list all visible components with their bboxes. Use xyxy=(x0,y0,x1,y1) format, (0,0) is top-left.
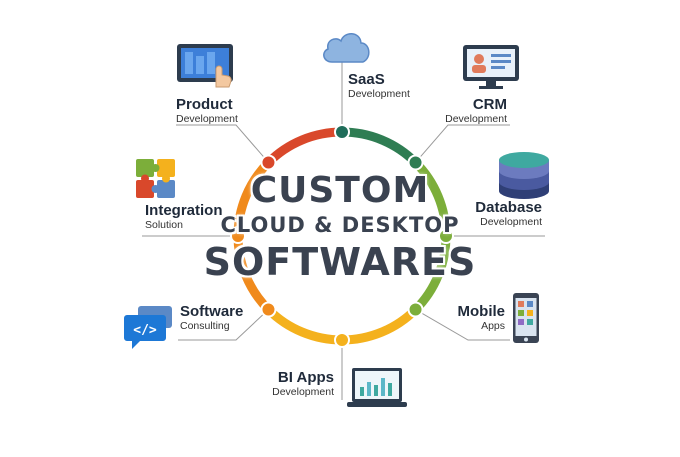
node-product-title: Product xyxy=(176,96,233,113)
ring-node-mobile xyxy=(407,301,424,318)
title-line-3: SOFTWARES xyxy=(203,240,477,284)
connector-crm xyxy=(415,124,510,163)
node-software-subtitle: Consulting xyxy=(180,319,230,332)
node-integration-title: Integration xyxy=(145,202,223,219)
ring-arc-yellow xyxy=(265,306,343,345)
ring-arc-green-top-right xyxy=(412,159,451,237)
svg-text:</>: </> xyxy=(133,323,157,338)
node-product-subtitle: Development xyxy=(176,112,238,125)
node-crm-title: CRM xyxy=(472,96,507,113)
connector-product xyxy=(176,124,269,163)
node-mobile-subtitle: Apps xyxy=(481,319,505,332)
node-integration: Integration Solution xyxy=(145,203,223,231)
ring-arc-orange xyxy=(233,235,272,313)
central-ring xyxy=(233,127,451,345)
code-chat-icon: </> xyxy=(124,305,174,356)
node-software: Software Consulting xyxy=(180,304,243,332)
ring-node-product xyxy=(260,154,277,171)
smartphone-icon xyxy=(512,292,540,349)
node-database-subtitle: Development xyxy=(480,215,542,228)
title-line-1: CUSTOM xyxy=(250,170,430,211)
monitor-profile-icon xyxy=(462,44,520,95)
node-mobile: Mobile Apps xyxy=(440,303,506,332)
ring-node-database xyxy=(438,228,454,244)
node-integration-subtitle: Solution xyxy=(145,218,183,231)
node-mobile-title: Mobile xyxy=(457,303,506,320)
node-software-title: Software xyxy=(180,303,244,320)
ring-node-saas xyxy=(334,124,350,140)
node-saas-title: SaaS xyxy=(348,71,385,88)
cloud-icon xyxy=(320,28,372,71)
ring-node-bi xyxy=(334,332,350,348)
node-bi-title: BI Apps xyxy=(277,369,334,386)
ring-node-crm xyxy=(407,154,424,171)
node-bi-subtitle: Development xyxy=(272,385,334,398)
ring-arc-green xyxy=(412,235,451,313)
node-saas-subtitle: Development xyxy=(348,87,410,100)
connector-mobile xyxy=(415,309,510,341)
database-stack-icon xyxy=(497,151,551,206)
node-database: Database Development xyxy=(440,200,542,228)
node-bi: BI Apps Development xyxy=(250,370,334,398)
ring-arc-yellow-right xyxy=(341,306,419,345)
node-product: Product Development xyxy=(176,97,238,125)
ring-arc-orange-left xyxy=(233,159,272,237)
ring-nodes xyxy=(230,124,454,348)
ring-node-software xyxy=(260,301,277,318)
node-saas: SaaS Development xyxy=(348,72,410,100)
node-crm: CRM Development xyxy=(420,97,507,125)
node-crm-subtitle: Development xyxy=(445,112,507,125)
ring-node-integration xyxy=(230,228,246,244)
ring-arc-red xyxy=(265,127,343,166)
title-line-2: CLOUD & DESKTOP xyxy=(220,213,460,237)
connector-software xyxy=(178,309,269,341)
connector-lines xyxy=(142,60,545,400)
tablet-touch-icon xyxy=(176,43,236,94)
laptop-chart-icon xyxy=(346,367,408,416)
puzzle-icon xyxy=(134,157,178,206)
node-database-title: Database xyxy=(475,199,542,216)
ring-arc-dark-green xyxy=(341,127,419,166)
